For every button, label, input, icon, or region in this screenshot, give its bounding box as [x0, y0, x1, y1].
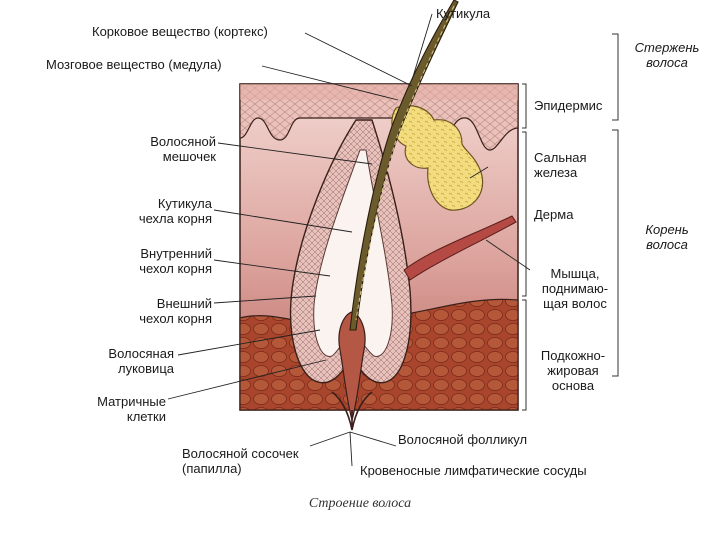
hair-shaft — [349, 0, 459, 331]
label-root-sheath-cuticle: Кутикула чехла корня — [138, 196, 212, 226]
label-hair-bulb: Волосяная луковица — [108, 346, 174, 376]
papilla — [338, 311, 366, 423]
label-follicle: Волосяной фолликул — [398, 432, 528, 447]
label-vessels: Кровеносные лимфатические сосуды — [360, 463, 587, 478]
label-epidermis: Эпидермис — [534, 98, 603, 113]
label-subcutaneous: Подкожно- жировая основа — [540, 348, 606, 393]
sebaceous-gland — [391, 105, 484, 211]
label-medulla: Мозговое вещество (медула) — [46, 57, 222, 72]
arrector-muscle — [403, 215, 517, 281]
label-root: Корень волоса — [645, 222, 689, 252]
leader-lines — [167, 13, 531, 467]
label-shaft: Стержень волоса — [634, 40, 700, 70]
label-hair-sac: Волосяной мешочек — [150, 134, 216, 164]
label-matrix-cells: Матричные клетки — [97, 394, 166, 424]
right-brackets — [522, 33, 619, 411]
diagram-caption: Строение волоса — [308, 496, 412, 511]
label-sebaceous-gland: Сальная железа — [534, 150, 587, 180]
label-outer-root-sheath: Внешний чехол корня — [139, 296, 212, 326]
label-inner-root-sheath: Внутренний чехол корня — [139, 246, 212, 276]
label-cuticle: Кутикула — [436, 6, 491, 21]
label-arrector-muscle: Мышца, поднимаю- щая волос — [541, 266, 609, 311]
label-cortex: Корковое вещество (кортекс) — [92, 24, 268, 39]
label-dermis: Дерма — [534, 207, 574, 222]
label-papilla: Волосяной сосочек (папилла) — [182, 446, 299, 476]
blood-vessels — [331, 391, 373, 431]
